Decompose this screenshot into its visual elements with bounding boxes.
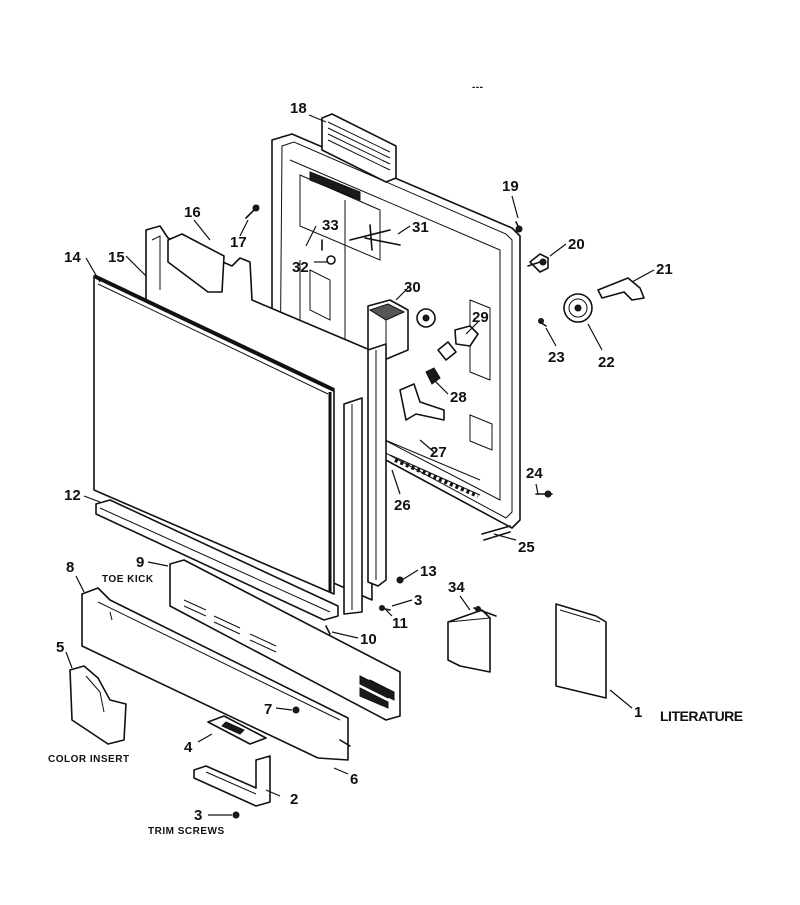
literature-label: LITERATURE	[660, 708, 743, 724]
trim-screws-label: TRIM SCREWS	[148, 826, 225, 837]
callout-33: 33	[322, 217, 339, 234]
callout-numbers: 18 16 17 14 15 33 32 31 19 20 21 30 29 2…	[56, 100, 673, 824]
callout-19: 19	[502, 178, 519, 195]
callout-22: 22	[598, 354, 615, 371]
callout-25: 25	[518, 539, 535, 556]
callout-23: 23	[548, 349, 565, 366]
callout-26: 26	[394, 497, 411, 514]
callout-16: 16	[184, 204, 201, 221]
part-3-trim-screw	[232, 811, 240, 819]
callout-18: 18	[290, 100, 307, 117]
callout-7: 7	[264, 701, 272, 718]
callout-5: 5	[56, 639, 64, 656]
callout-3-lower: 3	[194, 807, 202, 824]
part-1-literature	[555, 603, 607, 699]
part-17-screw	[245, 204, 260, 219]
callout-30: 30	[404, 279, 421, 296]
color-insert-label: COLOR INSERT	[48, 754, 130, 765]
callout-31: 31	[412, 219, 429, 236]
right-hardware	[481, 221, 645, 541]
callout-13: 13	[420, 563, 437, 580]
callout-34: 34	[448, 579, 465, 596]
callout-11: 11	[392, 615, 408, 632]
toe-kick-label: TOE KICK	[102, 574, 154, 585]
callout-32: 32	[292, 259, 309, 276]
part-2-bracket	[193, 755, 271, 807]
callout-27: 27	[430, 444, 447, 461]
leader-lines	[65, 114, 655, 816]
callout-8: 8	[66, 559, 74, 576]
callout-12: 12	[64, 487, 81, 504]
callout-28: 28	[450, 389, 467, 406]
callout-3-upper: 3	[414, 592, 422, 609]
corner-mark: ---	[472, 82, 484, 93]
callout-15: 15	[108, 249, 125, 266]
part-34-bracket	[447, 606, 497, 673]
callout-17: 17	[230, 234, 247, 251]
callout-2: 2	[290, 791, 298, 808]
callout-9: 9	[136, 554, 144, 571]
part-5-color-insert	[69, 665, 127, 745]
text-labels: --- TOE KICK LITERATURE COLOR INSERT TRI…	[48, 82, 743, 837]
part-14-door-panel	[93, 274, 335, 595]
inner-small-parts	[321, 224, 479, 421]
part-4-bracket	[207, 715, 267, 745]
callout-4: 4	[184, 739, 193, 756]
callout-6: 6	[350, 771, 358, 788]
callout-24: 24	[526, 465, 543, 482]
part-8-kick-panel	[81, 587, 389, 761]
callout-1: 1	[634, 704, 642, 721]
side-trim-rails	[343, 343, 404, 615]
callout-10: 10	[360, 631, 377, 648]
callout-29: 29	[472, 309, 489, 326]
part-12-trim-strip	[95, 499, 339, 621]
callout-20: 20	[568, 236, 585, 253]
part-18-vent	[321, 113, 397, 183]
callout-21: 21	[656, 261, 673, 278]
callout-14: 14	[64, 249, 81, 266]
